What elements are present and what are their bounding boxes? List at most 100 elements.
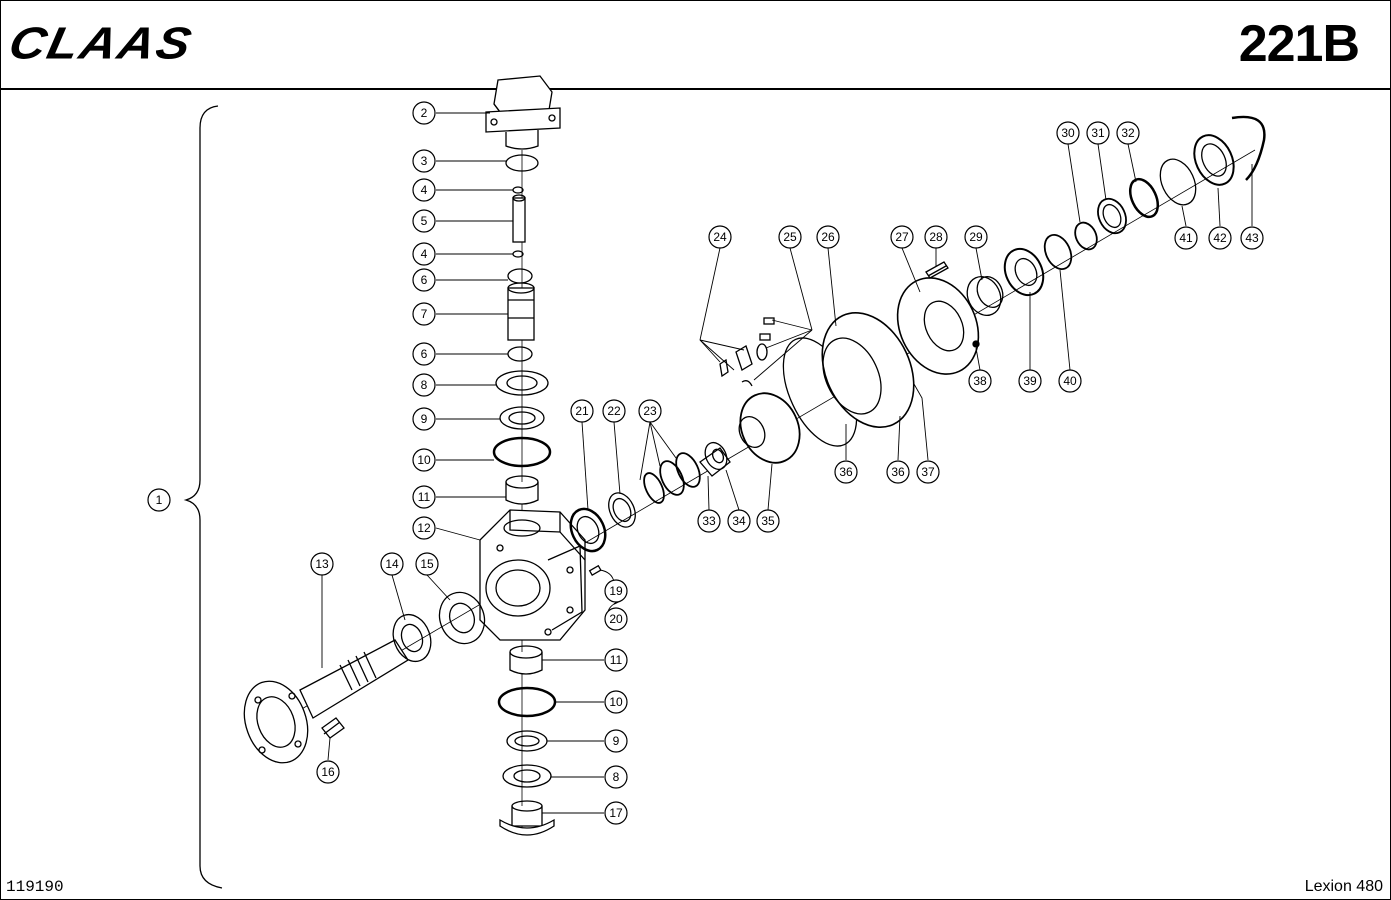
header-divider [0, 88, 1391, 90]
callout-32: 32 [1116, 121, 1140, 145]
part-11-bushing-bottom [509, 645, 543, 675]
callout-9-top: 9 [412, 407, 436, 431]
svg-text:41: 41 [1179, 231, 1193, 245]
svg-text:19: 19 [609, 584, 623, 598]
part-19-key [588, 564, 602, 576]
svg-text:22: 22 [607, 404, 621, 418]
callout-7: 7 [412, 302, 436, 326]
part-38-nut [972, 340, 980, 348]
svg-text:1: 1 [156, 493, 163, 507]
part-7-sleeve [507, 282, 535, 341]
svg-text:10: 10 [609, 695, 623, 709]
svg-text:3: 3 [421, 154, 428, 168]
callout-5: 5 [412, 209, 436, 233]
callout-24: 24 [708, 225, 732, 249]
part-12-housing [479, 509, 586, 641]
callout-11-top: 11 [412, 485, 436, 509]
svg-text:27: 27 [895, 230, 909, 244]
svg-text:17: 17 [609, 806, 623, 820]
callouts: 1 2 3 4 5 4 6 7 6 8 9 10 11 12 13 14 15 … [147, 101, 1264, 825]
callout-25: 25 [778, 225, 802, 249]
machine-model: Lexion 480 [1304, 878, 1383, 895]
part-11-bushing-top [505, 475, 539, 505]
svg-text:20: 20 [609, 612, 623, 626]
callout-11-bottom: 11 [604, 648, 628, 672]
svg-text:36: 36 [839, 465, 853, 479]
part-39-bearing [1003, 247, 1045, 297]
callout-33: 33 [697, 509, 721, 533]
callout-10-bottom: 10 [604, 690, 628, 714]
leader-lines [321, 112, 1253, 814]
callout-17: 17 [604, 801, 628, 825]
callout-37: 37 [916, 460, 940, 484]
callout-9-bottom: 9 [604, 729, 628, 753]
svg-text:36: 36 [891, 465, 905, 479]
callout-3: 3 [412, 149, 436, 173]
svg-text:29: 29 [969, 230, 983, 244]
part-10-ring-bottom [497, 686, 557, 718]
callout-29: 29 [964, 225, 988, 249]
part-15-bearing [438, 591, 486, 645]
svg-text:6: 6 [421, 273, 428, 287]
part-35-drum [738, 392, 801, 464]
part-4-oring-top [512, 186, 524, 194]
part-3-ring [505, 154, 539, 172]
callout-36-right: 36 [886, 460, 910, 484]
svg-text:8: 8 [421, 378, 428, 392]
svg-text:8: 8 [613, 770, 620, 784]
drawing-number: 119190 [6, 878, 64, 896]
part-33-34-hub [699, 441, 731, 477]
svg-text:11: 11 [610, 653, 623, 667]
svg-text:6: 6 [421, 347, 428, 361]
svg-text:16: 16 [321, 765, 335, 779]
part-4-oring-bottom [512, 250, 524, 258]
svg-text:7: 7 [421, 307, 428, 321]
part-28-bolt [925, 261, 949, 279]
callout-30: 30 [1056, 121, 1080, 145]
part-22-ring [608, 492, 636, 528]
part-6-ring-top [507, 268, 533, 284]
part-8-washer-bottom [502, 764, 552, 788]
callout-23: 23 [638, 399, 662, 423]
callout-1: 1 [147, 488, 171, 512]
svg-text:5: 5 [421, 214, 428, 228]
part-43-snap-ring [1231, 115, 1266, 181]
svg-text:24: 24 [713, 230, 727, 244]
part-30-circlip [1074, 221, 1098, 251]
callout-6-bottom: 6 [412, 342, 436, 366]
svg-text:14: 14 [385, 557, 399, 571]
assembly-bracket [183, 105, 223, 889]
callout-2: 2 [412, 101, 436, 125]
svg-text:43: 43 [1245, 231, 1259, 245]
callout-27: 27 [890, 225, 914, 249]
part-42-cover [1193, 134, 1235, 186]
svg-text:4: 4 [421, 247, 428, 261]
part-2-valve [485, 75, 561, 150]
svg-text:37: 37 [921, 465, 935, 479]
part-21-seal [569, 507, 607, 553]
callout-43: 43 [1240, 226, 1264, 250]
callout-19: 19 [604, 579, 628, 603]
callout-22: 22 [602, 399, 626, 423]
svg-text:13: 13 [315, 557, 329, 571]
part-9-washer-bottom [506, 730, 548, 752]
part-16-bolt [321, 717, 345, 739]
callout-39: 39 [1018, 369, 1042, 393]
part-9-washer-top [499, 406, 545, 430]
svg-text:25: 25 [783, 230, 797, 244]
svg-text:35: 35 [761, 514, 775, 528]
callout-41: 41 [1174, 226, 1198, 250]
callout-21: 21 [570, 399, 594, 423]
svg-text:42: 42 [1213, 231, 1227, 245]
callout-8-bottom: 8 [604, 765, 628, 789]
svg-text:26: 26 [821, 230, 835, 244]
callout-26: 26 [816, 225, 840, 249]
callout-12: 12 [412, 516, 436, 540]
svg-text:38: 38 [973, 374, 987, 388]
part-8-washer-top [495, 370, 549, 396]
callout-6-top: 6 [412, 268, 436, 292]
callout-31: 31 [1086, 121, 1110, 145]
part-13-flange-shaft [243, 639, 409, 764]
part-24-25-small-parts [719, 317, 775, 387]
svg-text:10: 10 [417, 453, 431, 467]
